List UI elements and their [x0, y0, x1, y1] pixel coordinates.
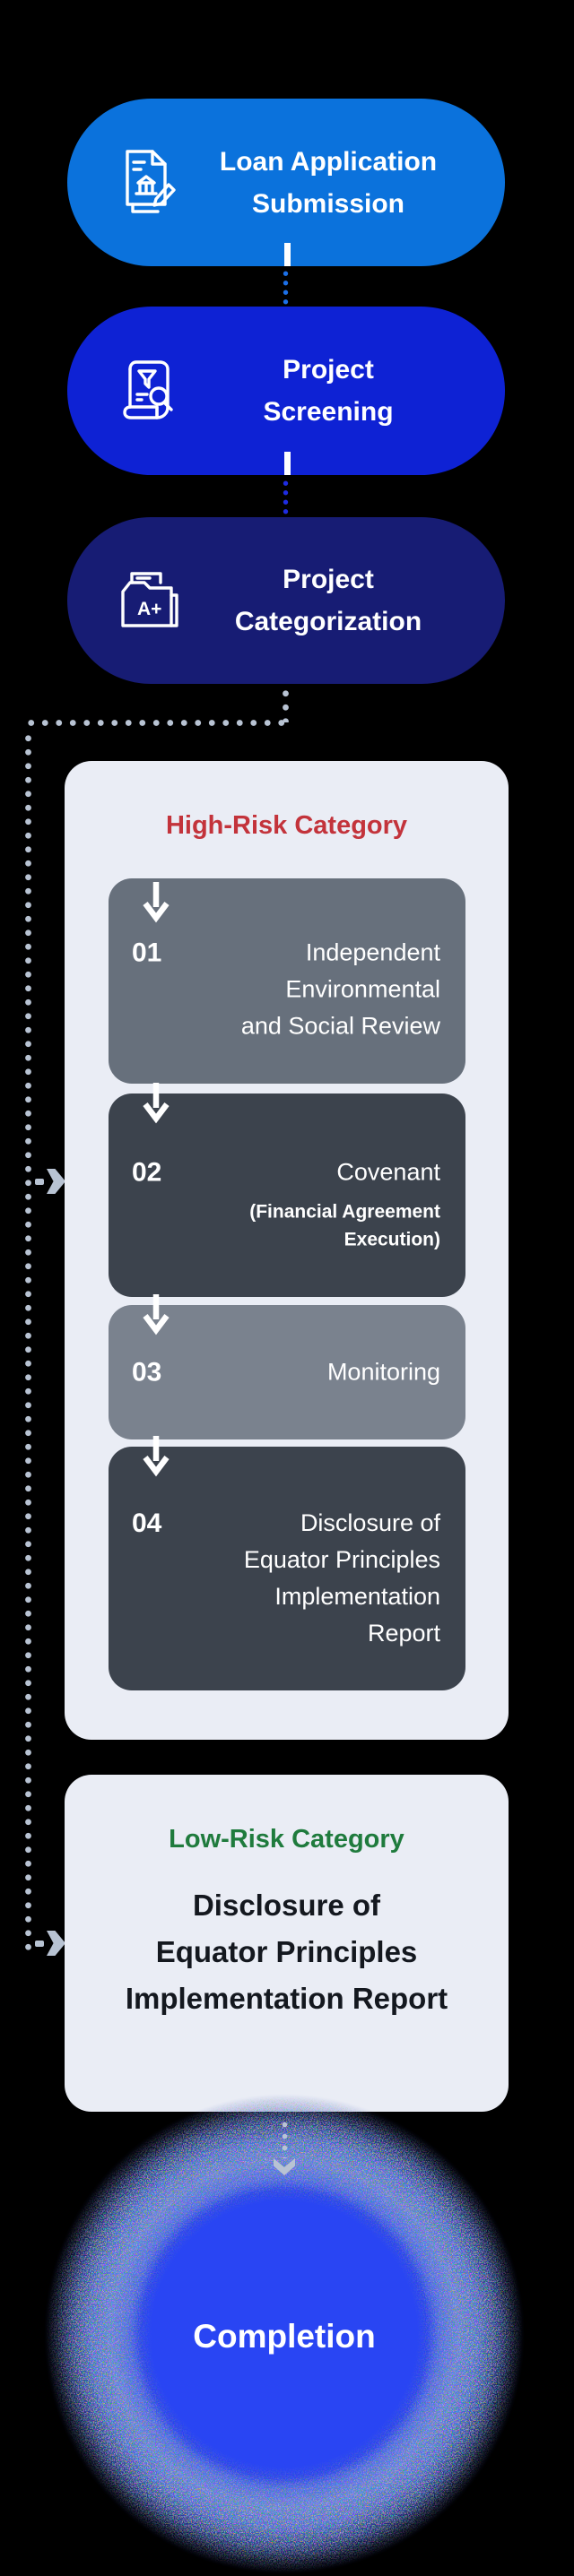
- pill-label-line2: Submission: [251, 188, 405, 219]
- dotted-branch-vertical: [24, 731, 32, 1950]
- step-project-categorization: A+ Project Categorization: [67, 517, 505, 684]
- down-arrow-icon: [143, 1294, 170, 1336]
- step-number: 01: [132, 938, 162, 968]
- document-signature-icon: [126, 149, 176, 213]
- step-number: 04: [132, 1508, 162, 1538]
- step-text-line: Implementation: [274, 1582, 440, 1610]
- step-text-line: and Social Review: [240, 1012, 440, 1040]
- pill-label: Project Screening: [171, 349, 485, 433]
- low-risk-text-line: Equator Principles: [155, 1935, 418, 1968]
- dotted-branch-stub: [282, 687, 290, 722]
- step-text-line: Covenant: [336, 1158, 440, 1186]
- connector-dash: [284, 452, 291, 475]
- right-arrow-dash: [35, 1179, 44, 1185]
- step-project-screening: Project Screening: [67, 307, 505, 475]
- low-risk-category-card: Low-Risk Category Disclosure of Equator …: [65, 1775, 509, 2112]
- folder-badge: A+: [137, 599, 161, 619]
- high-risk-category-card: High-Risk Category 01 Independent Enviro…: [65, 761, 509, 1740]
- low-risk-text-line: Implementation Report: [125, 1982, 448, 2015]
- step-text-line: Independent: [305, 938, 440, 966]
- step-text: Covenant (Financial Agreement Execution): [249, 1154, 440, 1253]
- pill-label-line1: Loan Application: [219, 146, 438, 177]
- high-risk-step-03: 03 Monitoring: [109, 1294, 465, 1439]
- pill-label-line1: Project: [283, 565, 374, 594]
- down-arrow-icon: [143, 882, 170, 923]
- step-number: 02: [132, 1157, 162, 1188]
- step-subtext: (Financial Agreement Execution): [249, 1197, 440, 1253]
- high-risk-step-02: 02 Covenant (Financial Agreement Executi…: [109, 1083, 465, 1297]
- high-risk-step-04: 04 Disclosure of Equator Principles Impl…: [109, 1436, 465, 1690]
- step-subtext-line: (Financial Agreement: [249, 1201, 440, 1223]
- low-risk-text-line: Disclosure of: [192, 1889, 381, 1922]
- dotted-branch-horizontal: [24, 719, 291, 727]
- high-risk-card-title: High-Risk Category: [165, 811, 408, 840]
- pill-label: Project Categorization: [171, 558, 485, 643]
- category-folder-icon: A+: [121, 572, 178, 627]
- pill-label-line1: Project: [283, 355, 374, 385]
- step-text-line: Equator Principles: [243, 1545, 440, 1573]
- connector-dash: [284, 243, 291, 266]
- high-risk-step-01: 01 Independent Environmental and Social …: [109, 878, 465, 1084]
- down-arrow-icon: [143, 1436, 170, 1477]
- step-text: Independent Environmental and Social Rev…: [241, 934, 440, 1044]
- screening-funnel-scroll-icon: [123, 360, 173, 419]
- low-risk-card-title: Low-Risk Category: [169, 1825, 404, 1854]
- down-arrow-icon: [143, 1083, 170, 1124]
- completion-label: Completion: [193, 2318, 376, 2355]
- pill-label-line2: Categorization: [234, 607, 422, 636]
- step-loan-application-submission: Loan Application Submission: [67, 99, 505, 266]
- dotted-connector: [282, 269, 290, 306]
- step-text-line: Report: [367, 1619, 440, 1647]
- step-text-line: Environmental: [285, 975, 440, 1003]
- dotted-connector: [282, 479, 290, 515]
- right-arrow-icon: [47, 1931, 65, 1956]
- step-number: 03: [132, 1357, 162, 1387]
- step-text: Disclosure of Equator Principles Impleme…: [244, 1505, 440, 1652]
- low-risk-card-text: Disclosure of Equator Principles Impleme…: [65, 1882, 509, 2022]
- right-arrow-icon: [47, 1169, 65, 1194]
- right-arrow-dash: [35, 1941, 44, 1947]
- pill-label-line2: Screening: [263, 397, 394, 427]
- step-subtext-line: Execution): [344, 1229, 440, 1250]
- pill-label: Loan Application Submission: [171, 141, 485, 225]
- step-text: Monitoring: [327, 1354, 440, 1391]
- step-text-line: Disclosure of: [300, 1508, 440, 1536]
- step-text-line: Monitoring: [326, 1358, 440, 1386]
- dotted-connector: [281, 2119, 289, 2158]
